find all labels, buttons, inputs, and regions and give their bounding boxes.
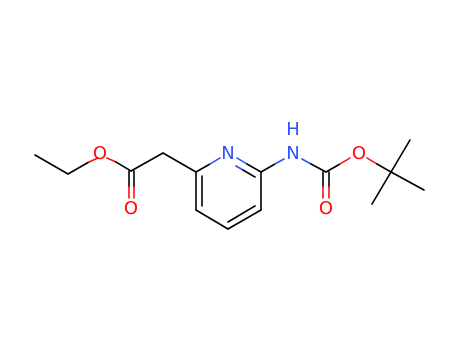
bond-o-tbu-black xyxy=(376,163,392,173)
bond-ring-c5-c4-inner xyxy=(227,205,256,223)
bond-ring-c4-c3 xyxy=(195,209,229,230)
bond-ring-n-c6-blue xyxy=(236,157,248,165)
bond-tbu-methyl-right xyxy=(390,171,425,191)
bond-ethyl-ch2-o xyxy=(67,161,90,175)
bond-ester-o-c xyxy=(115,161,132,172)
atom-carbamate-carbonyl-oxygen: O xyxy=(319,198,333,219)
atom-carbamate-ether-oxygen: O xyxy=(352,143,366,164)
bond-ethyl-ch2-o-red xyxy=(88,157,99,163)
bond-ch2-ring xyxy=(162,152,197,173)
bond-ester-o-c-red xyxy=(106,157,117,163)
bond-nh-c-black xyxy=(310,163,327,173)
bond-o-tbu-red xyxy=(366,157,378,165)
bond-c6-nh-black xyxy=(260,163,276,173)
atom-ring-nitrogen: N xyxy=(221,143,234,164)
bond-tbu-methyl-bottom xyxy=(371,171,392,205)
bond-ring-n-c6-black xyxy=(246,163,262,173)
bond-carbamate-c-o-black xyxy=(325,163,341,173)
bond-tbu-methyl-top xyxy=(390,139,411,173)
bond-c6-nh-blue xyxy=(274,158,285,165)
atom-amide-hydrogen: H xyxy=(286,119,300,140)
atom-ester-carbonyl-oxygen: O xyxy=(124,198,138,219)
bond-ring-n-c6-inner-black xyxy=(242,169,256,178)
bond-carbonyl-ch2 xyxy=(130,152,164,172)
atom-ester-ether-oxygen: O xyxy=(93,143,107,164)
bond-ethyl-ch3-ch2 xyxy=(34,154,69,175)
bond-ring-c2-n-blue xyxy=(209,157,221,165)
bond-ring-n-c6-inner-blue xyxy=(235,165,244,171)
bond-nh-c-blue xyxy=(301,158,312,165)
atom-amide-nitrogen: N xyxy=(286,143,299,164)
bond-ring-c2-n-black xyxy=(195,163,211,173)
bond-carbamate-c-o-red xyxy=(339,157,351,165)
bond-ring-c5-c4 xyxy=(227,209,262,230)
